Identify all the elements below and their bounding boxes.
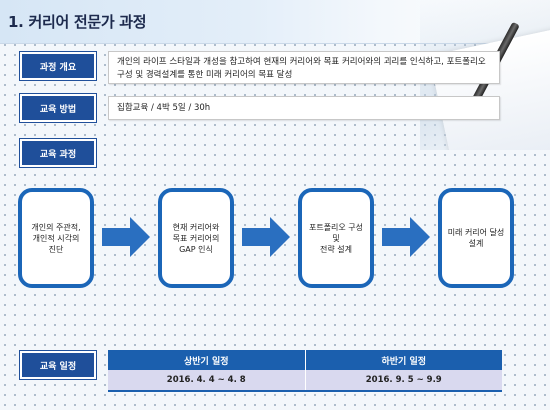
right-arrow-icon: [382, 217, 430, 257]
process-step-3: 포트폴리오 구성 및 전략 설계: [298, 188, 374, 288]
schedule-label: 교육 일정: [20, 351, 96, 379]
course-label: 교육 과정: [20, 139, 96, 167]
schedule-header-first-half: 상반기 일정: [183, 356, 229, 367]
schedule-date-second-half: 2016. 9. 5 ~ 9.9: [304, 370, 503, 390]
schedule-header-second-half: 하반기 일정: [304, 350, 503, 370]
process-step-2: 현재 커리어와 목표 커리어의 GAP 인식: [158, 188, 234, 288]
method-text: 집합교육 / 4박 5일 / 30h: [108, 96, 500, 120]
paper-graphic: [429, 26, 550, 150]
process-step-1: 개인의 주관적, 개인적 시각의 진단: [18, 188, 94, 288]
right-arrow-icon: [242, 217, 290, 257]
schedule-table: 상반기 일정 하반기 일정 2016. 4. 4 ~ 4. 8 2016. 9.…: [108, 350, 502, 392]
method-label: 교육 방법: [20, 94, 96, 122]
schedule-header-row: 상반기 일정 하반기 일정: [108, 350, 502, 370]
overview-text: 개인의 라이프 스타일과 개성을 참고하여 현재의 커리어와 목표 커리어와의 …: [108, 51, 500, 84]
schedule-date-first-half: 2016. 4. 4 ~ 4. 8: [166, 375, 246, 385]
overview-label: 과정 개요: [20, 52, 96, 80]
schedule-date-row: 2016. 4. 4 ~ 4. 8 2016. 9. 5 ~ 9.9: [108, 370, 502, 392]
right-arrow-icon: [102, 217, 150, 257]
page-title: 1. 커리어 전문가 과정: [8, 13, 147, 31]
process-step-4: 미래 커리어 달성 설계: [438, 188, 514, 288]
